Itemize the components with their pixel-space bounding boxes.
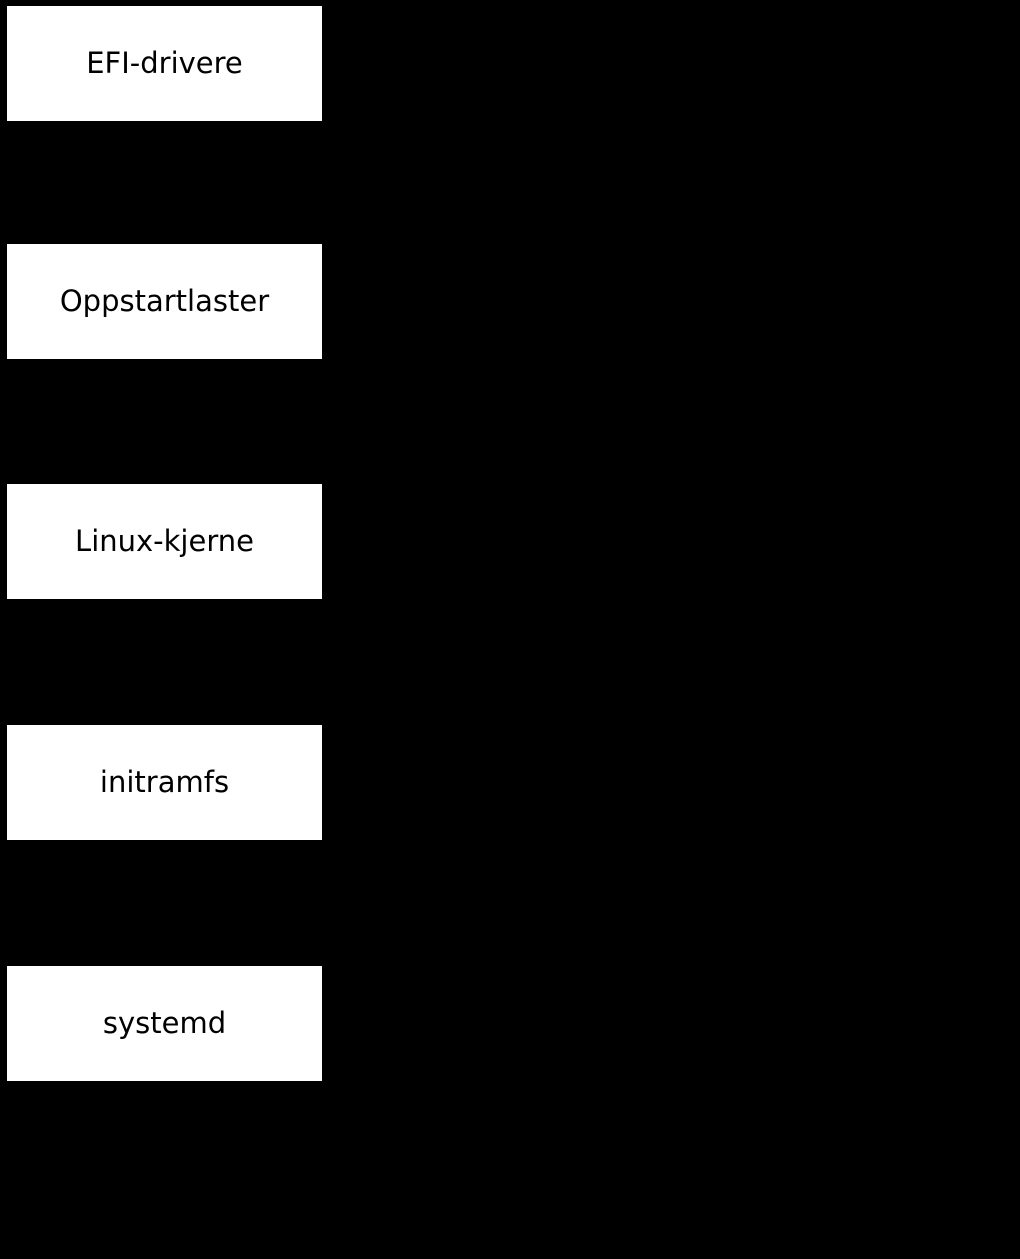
diagram-node-initramfs[interactable]: initramfs xyxy=(7,725,322,840)
diagram-node-efi-drivers[interactable]: EFI-drivere xyxy=(7,6,322,121)
diagram-node-label: Oppstartlaster xyxy=(59,284,270,318)
diagram-node-label: systemd xyxy=(102,1006,227,1040)
diagram-node-systemd[interactable]: systemd xyxy=(7,966,322,1081)
diagram-node-bootloader[interactable]: Oppstartlaster xyxy=(7,244,322,359)
diagram-node-linux-kernel[interactable]: Linux-kjerne xyxy=(7,484,322,599)
diagram-node-label: initramfs xyxy=(99,765,230,799)
diagram-node-label: EFI-drivere xyxy=(86,46,243,80)
diagram-node-label: Linux-kjerne xyxy=(75,524,254,558)
